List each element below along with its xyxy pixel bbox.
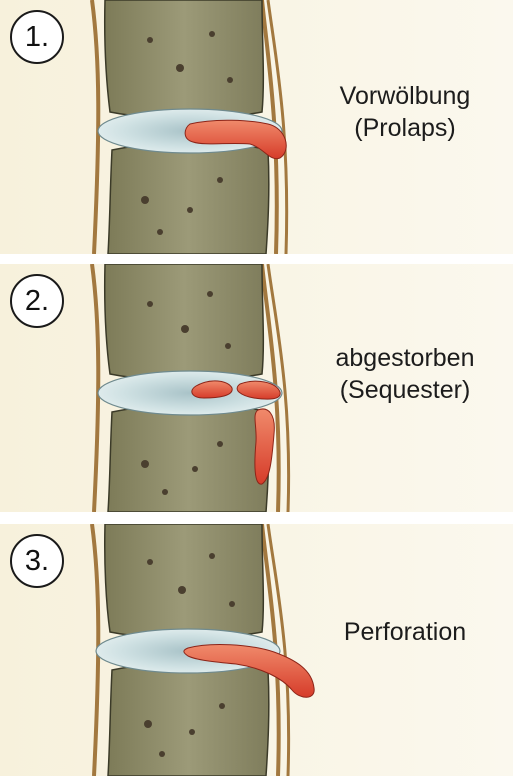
sequester bbox=[255, 409, 274, 484]
lower-vertebra bbox=[108, 663, 269, 776]
canal-line bbox=[92, 264, 98, 512]
panel-3: 3. Perforation bbox=[0, 524, 513, 776]
step-number-badge: 2. bbox=[10, 274, 64, 328]
lower-vertebra bbox=[108, 143, 269, 255]
label-line: abgestorben bbox=[305, 342, 505, 374]
upper-vertebra bbox=[105, 264, 264, 380]
panel-label: Vorwölbung (Prolaps) bbox=[305, 80, 505, 144]
label-line: Perforation bbox=[305, 616, 505, 648]
label-line: Vorwölbung bbox=[305, 80, 505, 112]
step-number-badge: 3. bbox=[10, 534, 64, 588]
lower-vertebra bbox=[108, 405, 269, 513]
panel-label: abgestorben (Sequester) bbox=[305, 342, 505, 406]
spine-illustration-3 bbox=[0, 524, 513, 776]
panel-2: 2. abgestorben (Sequester) bbox=[0, 264, 513, 512]
label-line: (Sequester) bbox=[305, 374, 505, 406]
upper-vertebra bbox=[105, 0, 264, 118]
upper-vertebra bbox=[105, 524, 264, 638]
step-number-badge: 1. bbox=[10, 10, 64, 64]
panel-1: 1. Vorwölbung (Prolaps) bbox=[0, 0, 513, 254]
canal-line bbox=[92, 0, 98, 254]
label-line: (Prolaps) bbox=[305, 112, 505, 144]
panel-label: Perforation bbox=[305, 616, 505, 648]
